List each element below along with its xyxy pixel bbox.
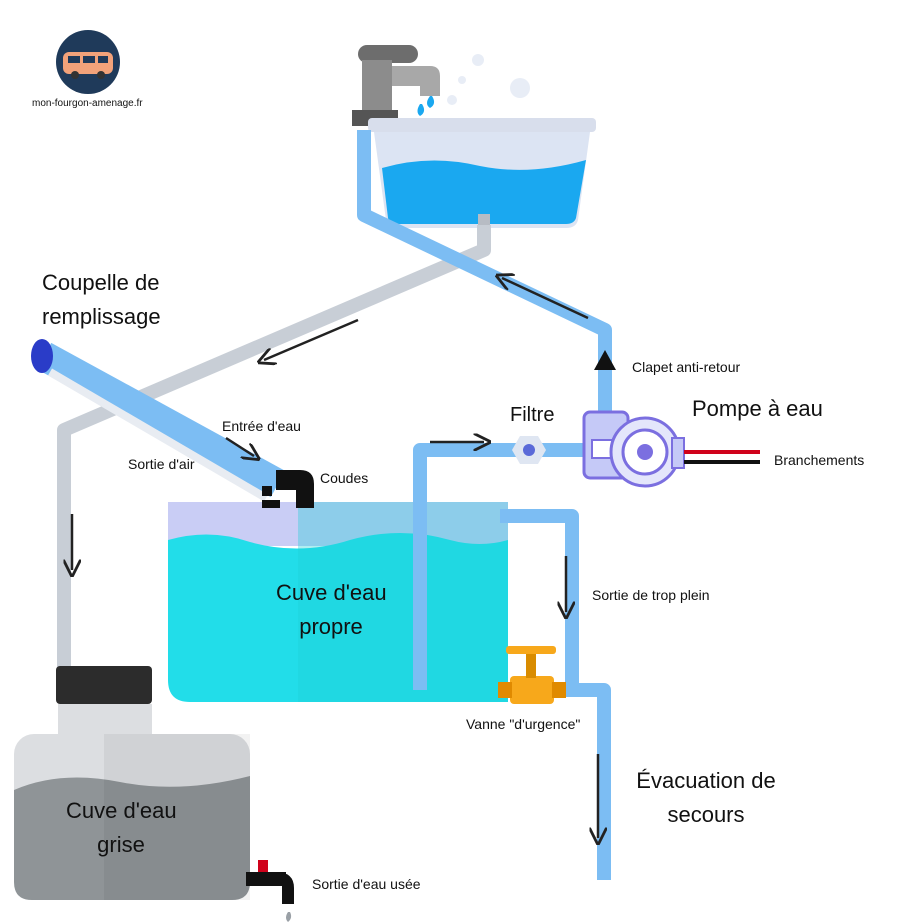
label-coupelle-line1: Coupelle de: [42, 270, 160, 295]
water-pump-icon: [582, 410, 685, 488]
fill-pipe: [31, 339, 286, 502]
label-pompe: Pompe à eau: [692, 396, 823, 421]
label-evacuation-line1: Évacuation de: [636, 768, 776, 793]
elbow-fittings-icon: [262, 470, 314, 508]
label-clapet: Clapet anti-retour: [632, 359, 741, 375]
grey-water-tank: [14, 666, 250, 900]
label-sortie-air: Sortie d'air: [128, 456, 195, 472]
faucet-icon: [352, 45, 530, 126]
label-filtre: Filtre: [510, 404, 555, 426]
van-logo-icon: [56, 30, 120, 94]
label-trop-plein: Sortie de trop plein: [592, 587, 710, 603]
label-cuve-propre-line2: propre: [299, 614, 363, 639]
overflow-pipe: [500, 509, 579, 690]
filter-icon: [512, 436, 546, 464]
flow-arrows: [72, 278, 598, 838]
label-coupelle: Coupelle de remplissage: [42, 266, 161, 334]
label-evacuation-line2: secours: [667, 802, 745, 827]
label-cuve-propre: Cuve d'eau propre: [276, 576, 387, 644]
check-valve-icon: [594, 350, 616, 370]
label-cuve-propre-line1: Cuve d'eau: [276, 580, 387, 605]
label-coudes: Coudes: [320, 470, 369, 486]
label-evacuation: Évacuation de secours: [626, 764, 786, 832]
label-cuve-grise: Cuve d'eau grise: [66, 794, 177, 862]
label-branchements: Branchements: [774, 452, 865, 468]
arrow-drain: [264, 318, 359, 360]
label-entree-eau: Entrée d'eau: [222, 418, 301, 434]
site-name: mon-fourgon-amenage.fr: [32, 98, 143, 109]
emergency-valve-icon: [498, 646, 566, 704]
arrow-sink-feed: [502, 278, 589, 320]
label-vanne: Vanne "d'urgence": [466, 716, 581, 732]
arrow-inlet: [225, 436, 254, 456]
label-sortie-usee: Sortie d'eau usée: [312, 876, 421, 892]
sink-overflow-pipe: [357, 130, 612, 345]
label-cuve-grise-line2: grise: [97, 832, 145, 857]
sink-basin: [368, 118, 596, 232]
waste-outlet-tap-icon: [246, 860, 294, 922]
label-coupelle-line2: remplissage: [42, 304, 161, 329]
label-cuve-grise-line1: Cuve d'eau: [66, 798, 177, 823]
